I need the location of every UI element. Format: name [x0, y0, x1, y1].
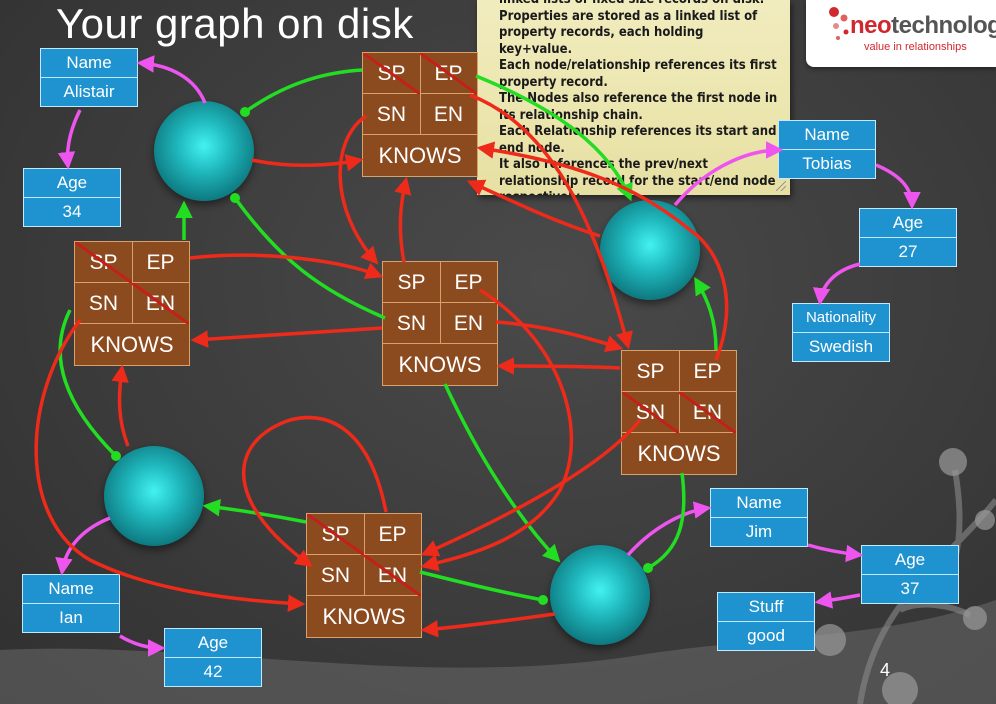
- property-value: good: [718, 621, 814, 650]
- relationship-type-cell: KNOWS: [90, 332, 174, 357]
- property-alistair-age: Age 34: [23, 168, 121, 227]
- property-value: Tobias: [779, 149, 875, 178]
- logo-word-technology: technology: [891, 12, 996, 39]
- property-value: 27: [860, 237, 956, 266]
- start-next-cell: SN: [75, 283, 133, 324]
- note-line: The Nodes also reference the first node …: [499, 91, 778, 123]
- node-ian: [104, 446, 204, 546]
- end-prev-cell: EP: [693, 360, 722, 383]
- end-next-cell: EN: [433, 103, 464, 126]
- property-value: Swedish: [793, 332, 889, 361]
- relationship-type-cell: KNOWS: [322, 604, 406, 629]
- property-ian-age: Age 42: [164, 628, 262, 687]
- relationship-type-cell: KNOWS: [378, 143, 462, 168]
- start-prev-cell: SP: [383, 262, 441, 303]
- end-next-cell: EN: [679, 392, 736, 433]
- property-value: Ian: [23, 603, 119, 632]
- property-value: Alistair: [41, 77, 137, 106]
- logo-tagline: value in relationships: [864, 41, 967, 53]
- molecule-logo-icon: [829, 7, 849, 40]
- property-key: Name: [736, 493, 782, 512]
- property-value: Jim: [711, 517, 807, 546]
- start-next-cell: SN: [363, 94, 421, 135]
- start-prev-cell: SP: [363, 53, 421, 94]
- end-prev-cell: EP: [378, 523, 407, 546]
- property-jim-age: Age 37: [861, 545, 959, 604]
- property-value: 37: [862, 574, 958, 603]
- node-alistair: [154, 101, 254, 201]
- relationship-type-cell: KNOWS: [637, 441, 721, 466]
- sticky-note: linked lists of fixed size records on di…: [477, 0, 790, 195]
- start-next-cell: SN: [307, 555, 365, 596]
- start-next-cell: SN: [622, 392, 680, 433]
- property-key: Age: [892, 213, 924, 232]
- property-key: Age: [894, 550, 926, 569]
- logo-wordmark: neotechnology: [850, 12, 996, 40]
- property-jim-stuff: Stuff good: [717, 592, 815, 651]
- logo-word-neo: neo: [850, 12, 892, 39]
- end-next-cell: EN: [132, 283, 189, 324]
- end-next-cell: EN: [453, 312, 484, 335]
- property-tobias-age: Age 27: [859, 208, 957, 267]
- relationship-type-cell: KNOWS: [398, 352, 482, 377]
- note-line: Properties are stored as a linked list o…: [499, 8, 758, 57]
- property-key: Name: [804, 125, 850, 144]
- end-prev-cell: EP: [146, 251, 175, 274]
- property-key: Stuff: [748, 597, 784, 616]
- property-key: Age: [197, 633, 229, 652]
- slide-title: Your graph on disk: [56, 0, 414, 47]
- property-ian-name: Name Ian: [22, 574, 120, 633]
- start-prev-cell: SP: [307, 514, 365, 555]
- property-key: Nationality: [805, 309, 877, 326]
- resize-grip-icon[interactable]: [776, 181, 786, 191]
- start-prev-cell: SP: [622, 351, 680, 392]
- property-alistair-name: Name Alistair: [40, 48, 138, 107]
- note-line: linked lists of fixed size records on di…: [499, 0, 780, 9]
- property-tobias-nationality: Nationality Swedish: [792, 303, 890, 362]
- start-next-cell: SN: [383, 303, 441, 344]
- property-tobias-name: Name Tobias: [778, 120, 876, 179]
- property-key: Name: [48, 579, 94, 598]
- property-key: Age: [56, 173, 88, 192]
- node-jim: [550, 545, 650, 645]
- node-tobias: [600, 200, 700, 300]
- end-prev-cell: EP: [420, 53, 477, 94]
- end-prev-cell: EP: [454, 271, 483, 294]
- note-line: Each Relationship references its start a…: [499, 124, 777, 156]
- end-next-cell: EN: [364, 555, 421, 596]
- property-key: Name: [66, 53, 112, 72]
- start-prev-cell: SP: [75, 242, 133, 283]
- property-jim-name: Name Jim: [710, 488, 808, 547]
- note-line: It also references the prev/next relatio…: [499, 157, 776, 195]
- property-value: 42: [165, 657, 261, 686]
- property-value: 34: [24, 197, 120, 226]
- company-logo: neotechnology value in relationships: [806, 0, 996, 67]
- note-line: Each node/relationship references its fi…: [499, 58, 777, 90]
- relationship-record-center: SP EP SN EN KNOWS: [382, 261, 498, 386]
- page-number: 4: [880, 660, 891, 680]
